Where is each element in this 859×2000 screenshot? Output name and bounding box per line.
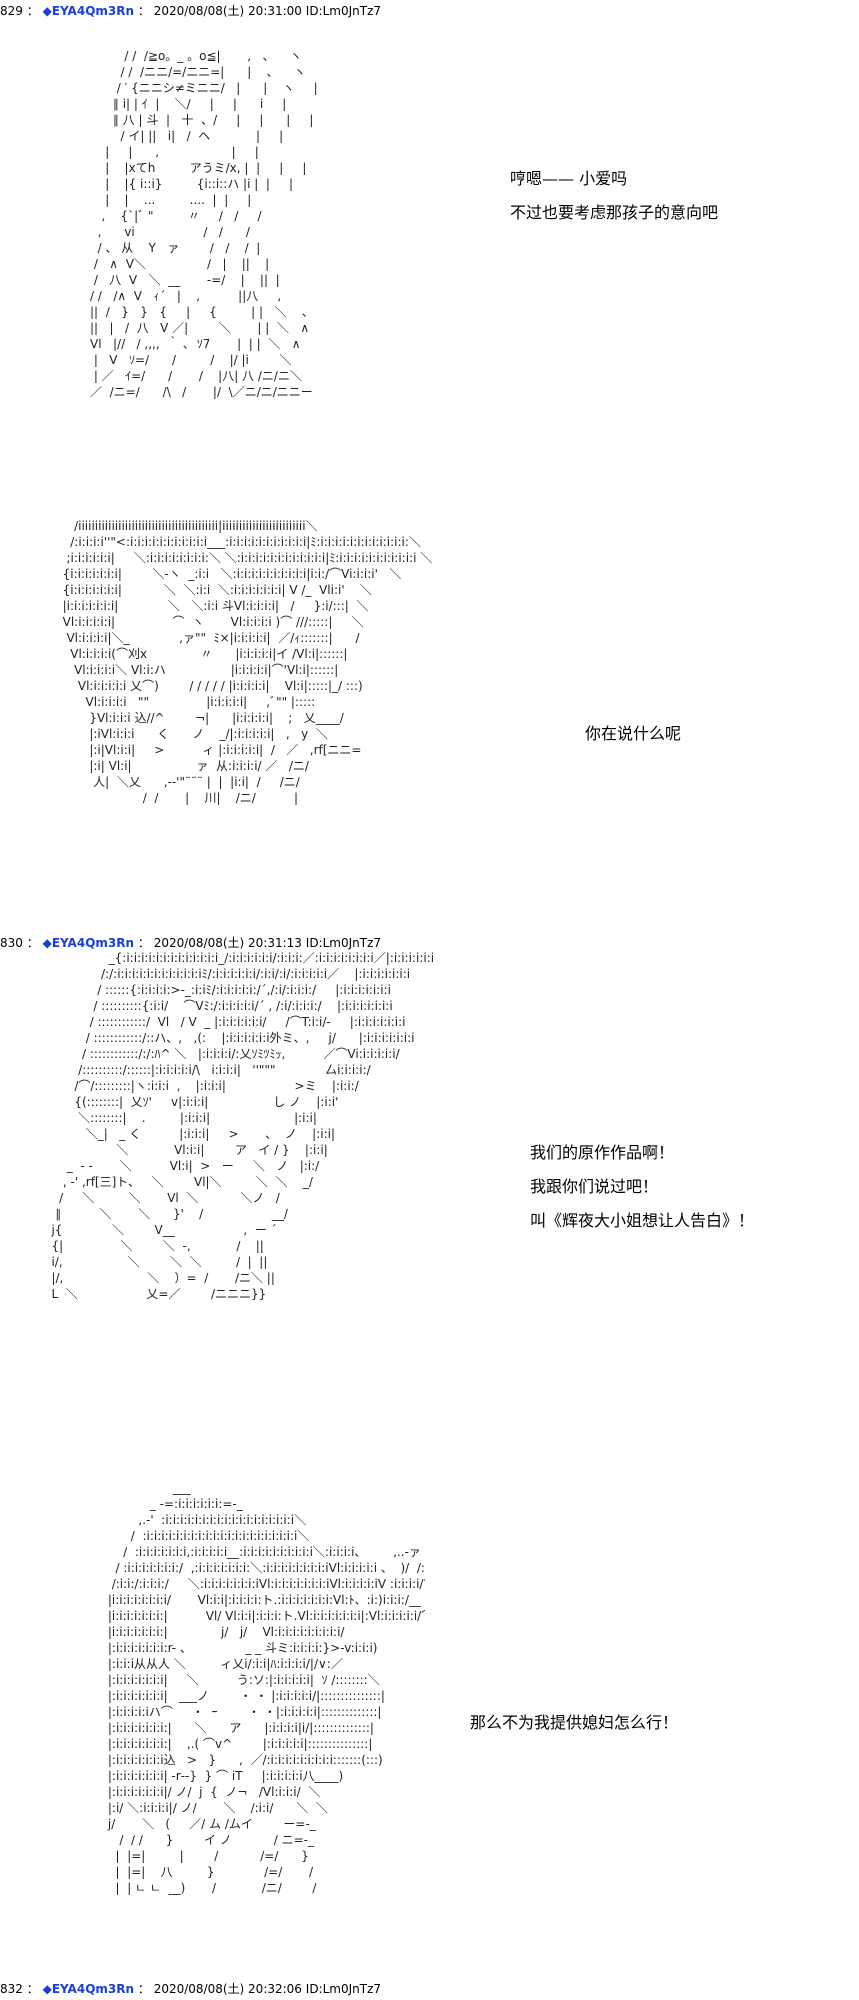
poster-name-link[interactable]: EYA4Qm3Rn: [51, 4, 135, 18]
dialogue-panel-3: 我们的原作作品啊！ 我跟你们说过吧！ 叫《辉夜大小姐想让人告白》！: [530, 1136, 754, 1238]
poster-name-link[interactable]: EYA4Qm3Rn: [51, 936, 135, 950]
post-date: 2020/08/08(土) 20:31:00: [153, 4, 302, 18]
dialogue-line: 那么不为我提供媳妇怎么行！: [470, 1713, 679, 1732]
dialogue-line: 哼嗯—— 小爱吗: [510, 169, 628, 188]
trip-diamond-icon: ◆: [42, 936, 52, 950]
dialogue-line: 我跟你们说过吧！: [530, 1177, 659, 1196]
trip-diamond-icon: ◆: [42, 1982, 52, 1996]
post-number: 829: [0, 4, 23, 18]
ascii-art-panel-4: ___ _ -=:i:i:i:i:i:i:=-_ ,.-' :i:i:i:i:i…: [107, 1481, 425, 1895]
separator: ：: [26, 4, 39, 18]
ascii-art-panel-2: /iiiiiiiiiiiiiiiiiiiiiiiiiiiiiiiiiiiiiii…: [62, 519, 433, 805]
post-number: 832: [0, 1982, 23, 1996]
post-header-830: 830 ： ◆EYA4Qm3Rn ： 2020/08/08(土) 20:31:1…: [0, 934, 381, 952]
separator: ：: [26, 1982, 39, 1996]
post-id: ID:Lm0JnTz7: [305, 936, 382, 950]
post-header-832: 832 ： ◆EYA4Qm3Rn ： 2020/08/08(土) 20:32:0…: [0, 1980, 381, 1998]
post-id: ID:Lm0JnTz7: [305, 4, 382, 18]
dialogue-panel-4: 那么不为我提供媳妇怎么行！: [470, 1706, 678, 1740]
post-number: 830: [0, 936, 23, 950]
separator: ：: [137, 1982, 150, 1996]
separator: ：: [137, 936, 150, 950]
dialogue-panel-1: 哼嗯—— 小爱吗 不过也要考虑那孩子的意向吧: [510, 162, 718, 230]
dialogue-line: 你在说什么呢: [585, 724, 682, 743]
post-id: ID:Lm0JnTz7: [305, 1982, 382, 1996]
ascii-art-panel-3: _{:i:i:i:i:i:i:i:i:i:i:i:i:i_/:i:i:i:i:i…: [51, 951, 435, 1301]
post-date: 2020/08/08(土) 20:31:13: [153, 936, 302, 950]
post-header-829: 829 ： ◆EYA4Qm3Rn ： 2020/08/08(土) 20:31:0…: [0, 2, 381, 20]
poster-name-link[interactable]: EYA4Qm3Rn: [51, 1982, 135, 1996]
ascii-art-panel-1: / / /≧o。_ 。o≦| , 、 ヽ / / /ニニ/=/ニニ=| | 、 …: [90, 49, 318, 399]
separator: ：: [137, 4, 150, 18]
post-date: 2020/08/08(土) 20:32:06: [153, 1982, 302, 1996]
dialogue-line: 不过也要考虑那孩子的意向吧: [510, 203, 719, 222]
dialogue-panel-2: 你在说什么呢: [585, 717, 681, 751]
separator: ：: [26, 936, 39, 950]
dialogue-line: 我们的原作作品啊！: [530, 1143, 675, 1162]
dialogue-line: 叫《辉夜大小姐想让人告白》！: [530, 1211, 755, 1230]
trip-diamond-icon: ◆: [42, 4, 52, 18]
